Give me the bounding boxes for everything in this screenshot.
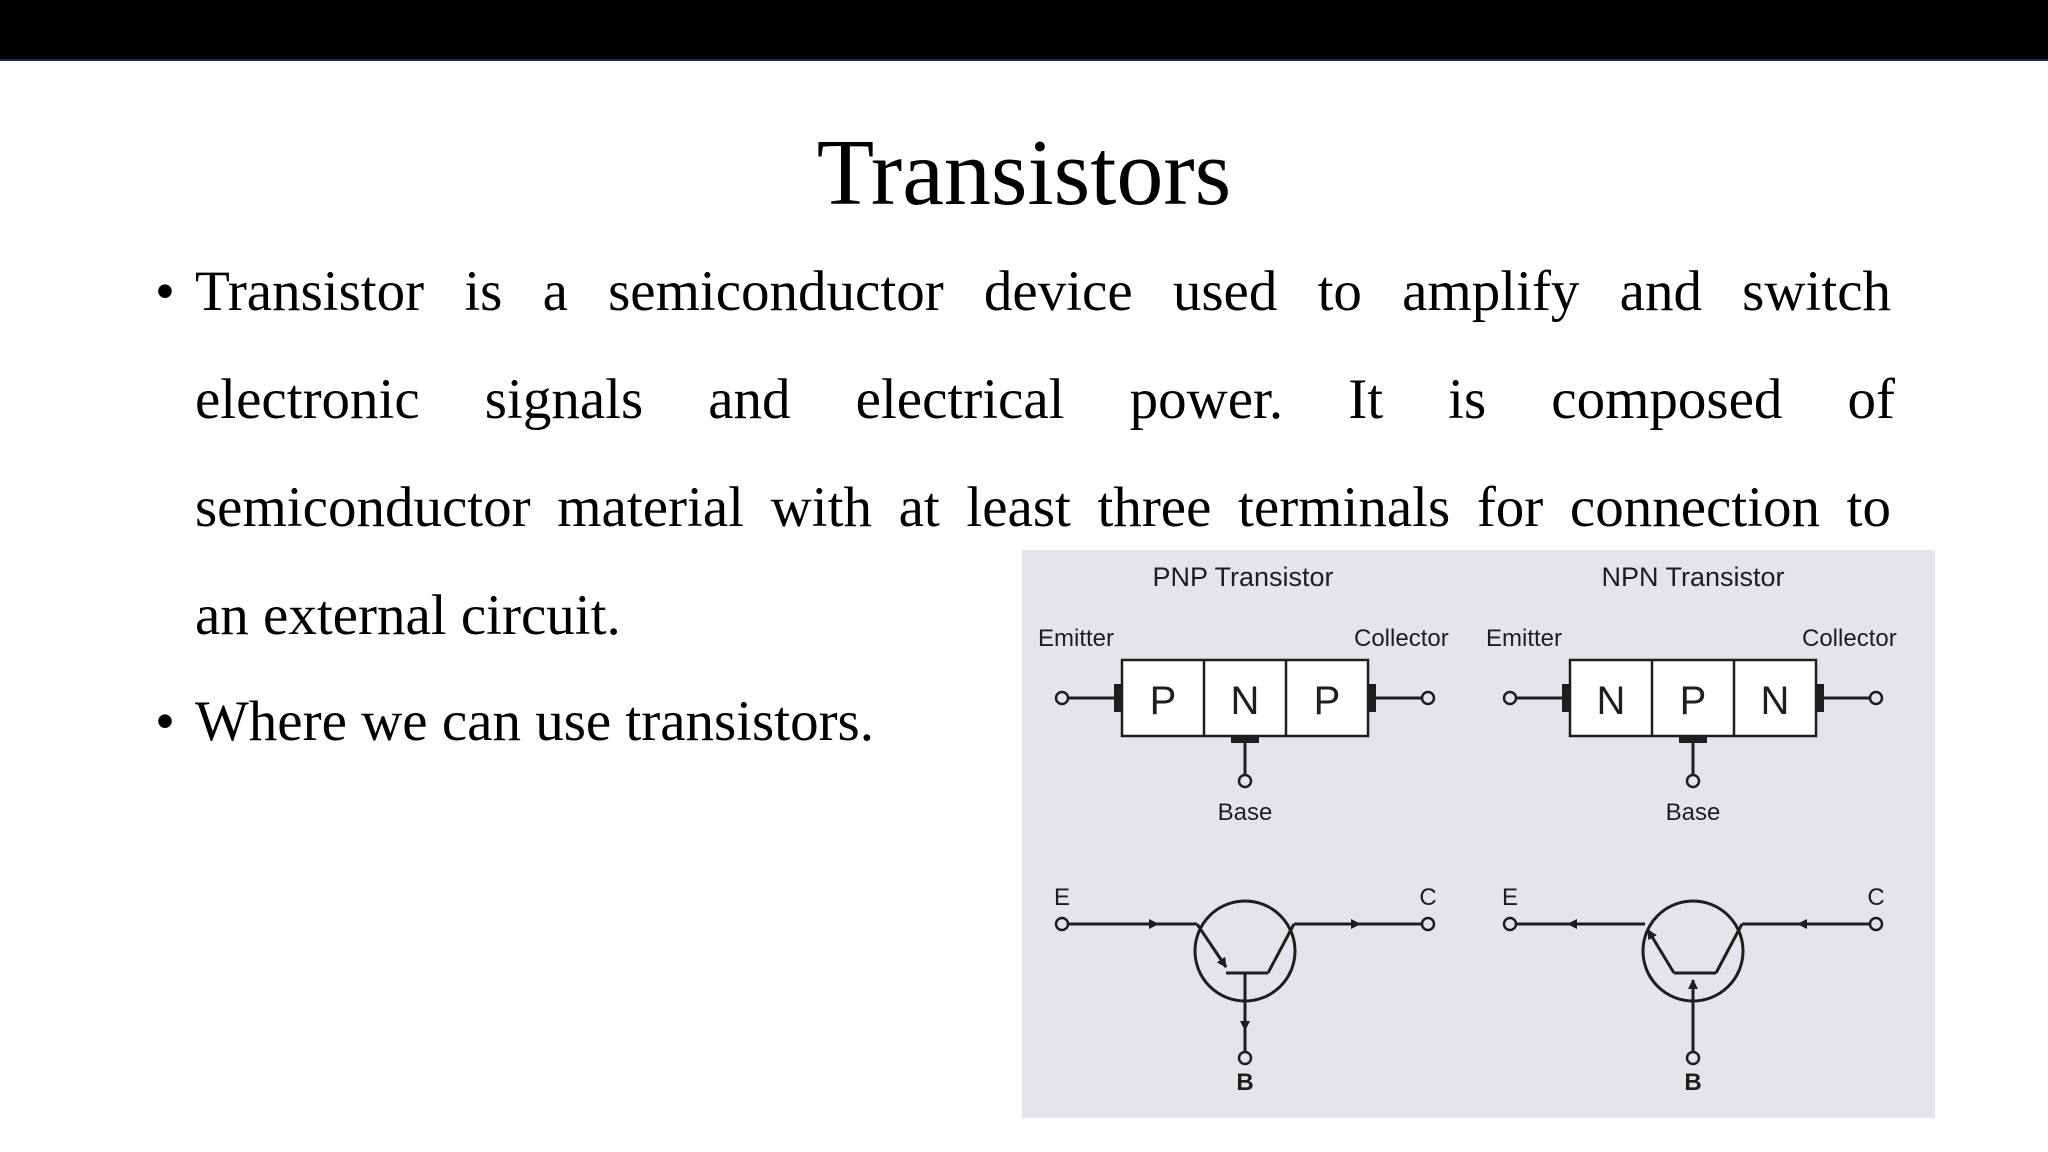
pnp-heading: PNP Transistor	[1152, 562, 1333, 592]
bullet-1-line-4: an external circuit.	[195, 584, 621, 647]
pnp-base-label: Base	[1218, 799, 1273, 826]
transistor-diagram-svg: PNP Transistor Emitter Collector P N	[1038, 562, 1897, 1096]
bullet-1-line-1: Transistor is a semiconductor device use…	[195, 260, 1891, 323]
top-bar	[0, 0, 2048, 61]
bullet-1-line-2: electronic signals and electrical power.…	[195, 368, 1895, 431]
pnp-symbol-b-label: B	[1236, 1069, 1253, 1096]
npn-region-1: N	[1597, 679, 1626, 723]
pnp-base-lead	[1231, 736, 1259, 789]
bullet-marker: •	[155, 260, 175, 323]
npn-collector-label: Collector	[1802, 625, 1897, 652]
npn-symbol-c-label: C	[1867, 884, 1884, 911]
pnp-region-2: N	[1231, 679, 1260, 723]
pnp-region-3: P	[1314, 679, 1341, 723]
pnp-emitter-lead	[1054, 684, 1122, 712]
npn-symbol-e-label: E	[1502, 884, 1518, 911]
pnp-collector-label: Collector	[1354, 625, 1449, 652]
pnp-junction-block	[1120, 658, 1370, 738]
npn-emitter-label: Emitter	[1486, 625, 1562, 652]
transistor-diagram: PNP Transistor Emitter Collector P N	[1022, 550, 1935, 1118]
npn-base-label: Base	[1666, 799, 1721, 826]
pnp-symbol-c-label: C	[1419, 884, 1436, 911]
npn-symbol-b-label: B	[1684, 1069, 1701, 1096]
pnp-collector-lead	[1368, 684, 1436, 712]
npn-region-2: P	[1680, 679, 1707, 723]
npn-region-3: N	[1761, 679, 1790, 723]
npn-heading: NPN Transistor	[1601, 562, 1784, 592]
pnp-schematic-symbol	[1054, 899, 1436, 1066]
npn-emitter-lead	[1502, 684, 1570, 712]
bullet-1-line-3: semiconductor material with at least thr…	[195, 476, 1891, 539]
npn-base-lead	[1679, 736, 1707, 789]
pnp-region-1: P	[1150, 679, 1177, 723]
pnp-emitter-label: Emitter	[1038, 625, 1114, 652]
pnp-symbol-e-label: E	[1054, 884, 1070, 911]
npn-collector-lead	[1816, 684, 1884, 712]
bullet-2-line-1: Where we can use transistors.	[195, 690, 874, 753]
bullet-marker: •	[155, 690, 175, 753]
slide-title: Transistors	[816, 121, 1232, 225]
npn-schematic-symbol	[1502, 899, 1884, 1066]
